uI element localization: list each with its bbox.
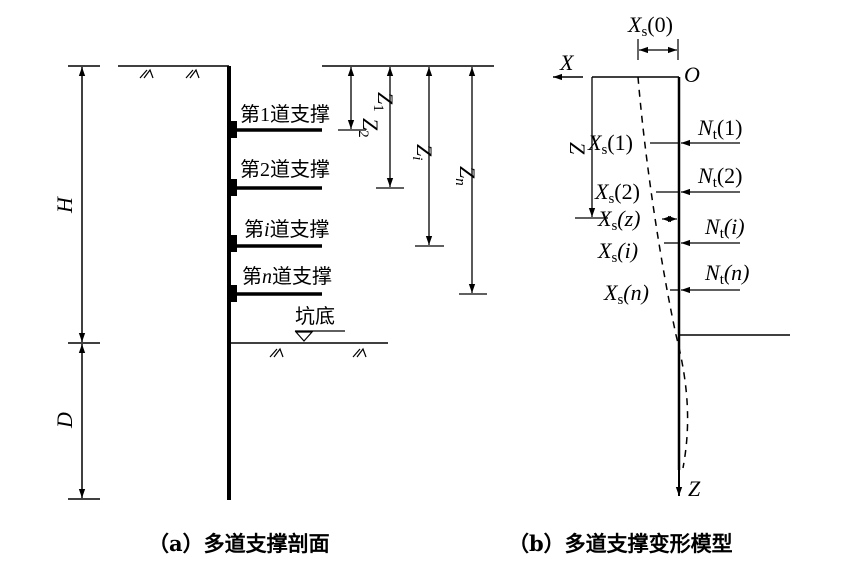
z-axis-label-top: Z [565,142,590,155]
panel-a: 第1道支撑 第2道支撑 第i道支撑 第n道支撑 坑底 H D Z1 Z2 Zi [52,65,494,556]
depth-label-z2: Z2 [355,118,383,138]
dimension-d-label: D [52,412,77,429]
origin-label: O [684,62,700,87]
depth-label-z1: Z1 [370,92,398,112]
xsi-label: Xs(i) [597,238,638,266]
strut-label-2: 第2道支撑 [240,157,330,181]
soil-hatch-icon [269,347,367,358]
depth-label-zn: Zn [452,166,480,186]
nt1-label: Nt(1) [697,115,743,143]
xs2-label: Xs(2) [594,179,640,207]
depth-label-zi: Zi [409,144,437,160]
water-level-triangle-icon [294,331,314,342]
xsn-label: Xs(n) [603,280,649,308]
panel-b-caption: （b）多道支撑变形模型 [508,531,733,556]
strut-1 [229,121,322,138]
soil-hatch-icon [139,68,200,79]
nt2-label: Nt(2) [697,163,743,191]
ntn-label: Nt(n) [704,260,750,288]
z-axis-label-bottom: Z [688,476,701,501]
panel-b: Xs(0) X O Z Z Nt(1) Nt(2) Nt(i [508,12,790,556]
strut-n [229,285,322,302]
strut-i [229,235,322,252]
dimension-h-label: H [52,196,77,214]
x-axis-label: X [559,50,575,75]
xsz-label: Xs(z) [597,206,641,234]
pit-bottom-label: 坑底 [295,304,335,328]
strut-label-1: 第1道支撑 [240,102,330,126]
deformation-curve [637,76,689,469]
xs0-label: Xs(0) [627,12,673,40]
strut-2 [229,179,322,196]
xs1-label: Xs(1) [587,130,633,158]
nti-label: Nt(i) [704,214,745,242]
panel-a-caption: （a）多道支撑剖面 [148,531,330,556]
strut-label-n: 第n道支撑 [242,264,332,288]
strut-label-i: 第i道支撑 [244,217,330,241]
